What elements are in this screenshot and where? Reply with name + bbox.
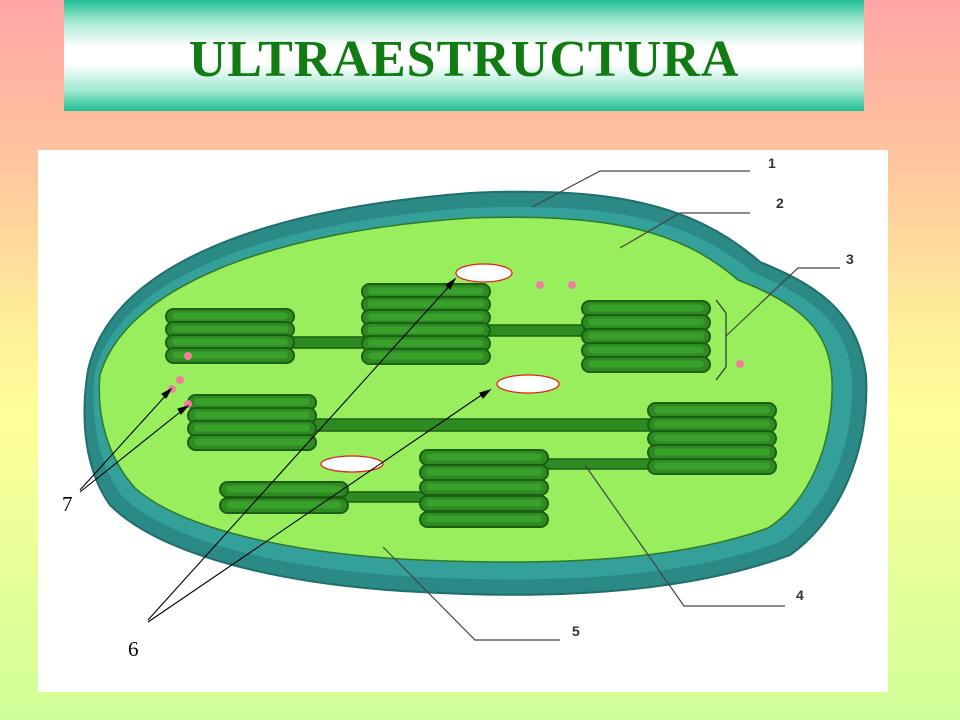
starch-grains	[320, 263, 560, 473]
granum-2	[361, 283, 491, 365]
label-4: 4	[796, 587, 804, 603]
granum-6	[419, 449, 549, 528]
granum-3	[581, 300, 711, 373]
page-title: ULTRAESTRUCTURA	[188, 31, 740, 88]
pointer-arrows	[79, 277, 492, 623]
label-3: 3	[846, 251, 854, 267]
title-banner: ULTRAESTRUCTURA	[64, 0, 864, 111]
label-5: 5	[572, 623, 580, 639]
granum-4	[187, 394, 317, 451]
granum-bracket	[715, 299, 727, 381]
ribosomes	[168, 281, 744, 408]
granum-5	[647, 402, 777, 475]
label-1: 1	[768, 155, 776, 171]
granum-7	[219, 481, 349, 514]
label-7: 7	[62, 492, 73, 516]
label-2: 2	[776, 195, 784, 211]
label-6: 6	[128, 637, 139, 661]
leader-lines	[382, 170, 840, 641]
